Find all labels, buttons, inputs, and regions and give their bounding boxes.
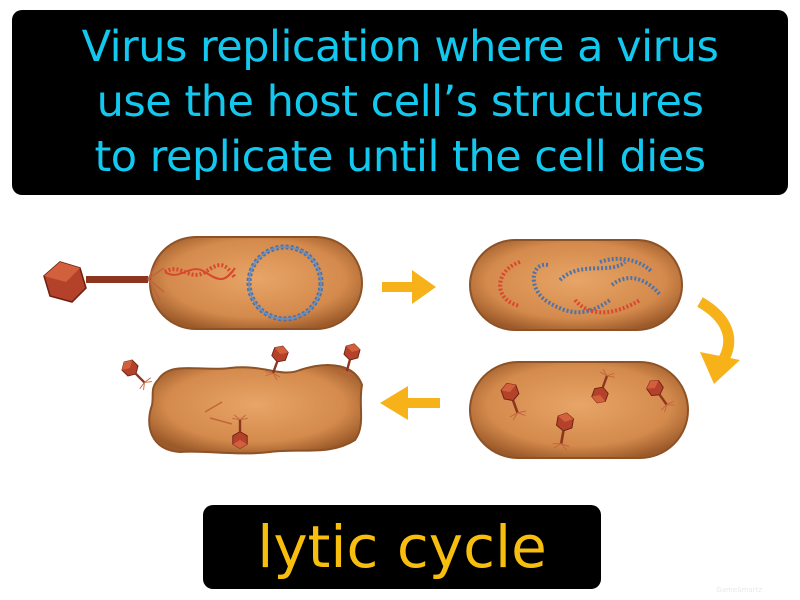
term-box: lytic cycle bbox=[203, 505, 601, 589]
bacterial-cell-icon-2 bbox=[469, 239, 683, 331]
bacterial-cell-icon-1 bbox=[149, 236, 363, 330]
definition-line-3: to replicate until the cell dies bbox=[94, 132, 706, 182]
lysed-cell-icon bbox=[117, 340, 364, 455]
definition-text: Virus replication where a virus use the … bbox=[82, 20, 719, 185]
lytic-cycle-illustration bbox=[43, 236, 740, 459]
definition-line-1: Virus replication where a virus bbox=[81, 22, 719, 72]
bacterial-cell-icon-3 bbox=[469, 361, 689, 459]
term-text: lytic cycle bbox=[257, 513, 547, 581]
brand-logo: GameSmartz bbox=[716, 586, 762, 594]
arrow-left-icon bbox=[380, 386, 440, 420]
arrow-curved-down-icon bbox=[697, 297, 740, 384]
definition-box: Virus replication where a virus use the … bbox=[12, 10, 788, 195]
definition-line-2: use the host cell’s structures bbox=[96, 77, 704, 127]
arrow-right-icon bbox=[382, 270, 436, 304]
bacteriophage-icon bbox=[43, 257, 165, 303]
